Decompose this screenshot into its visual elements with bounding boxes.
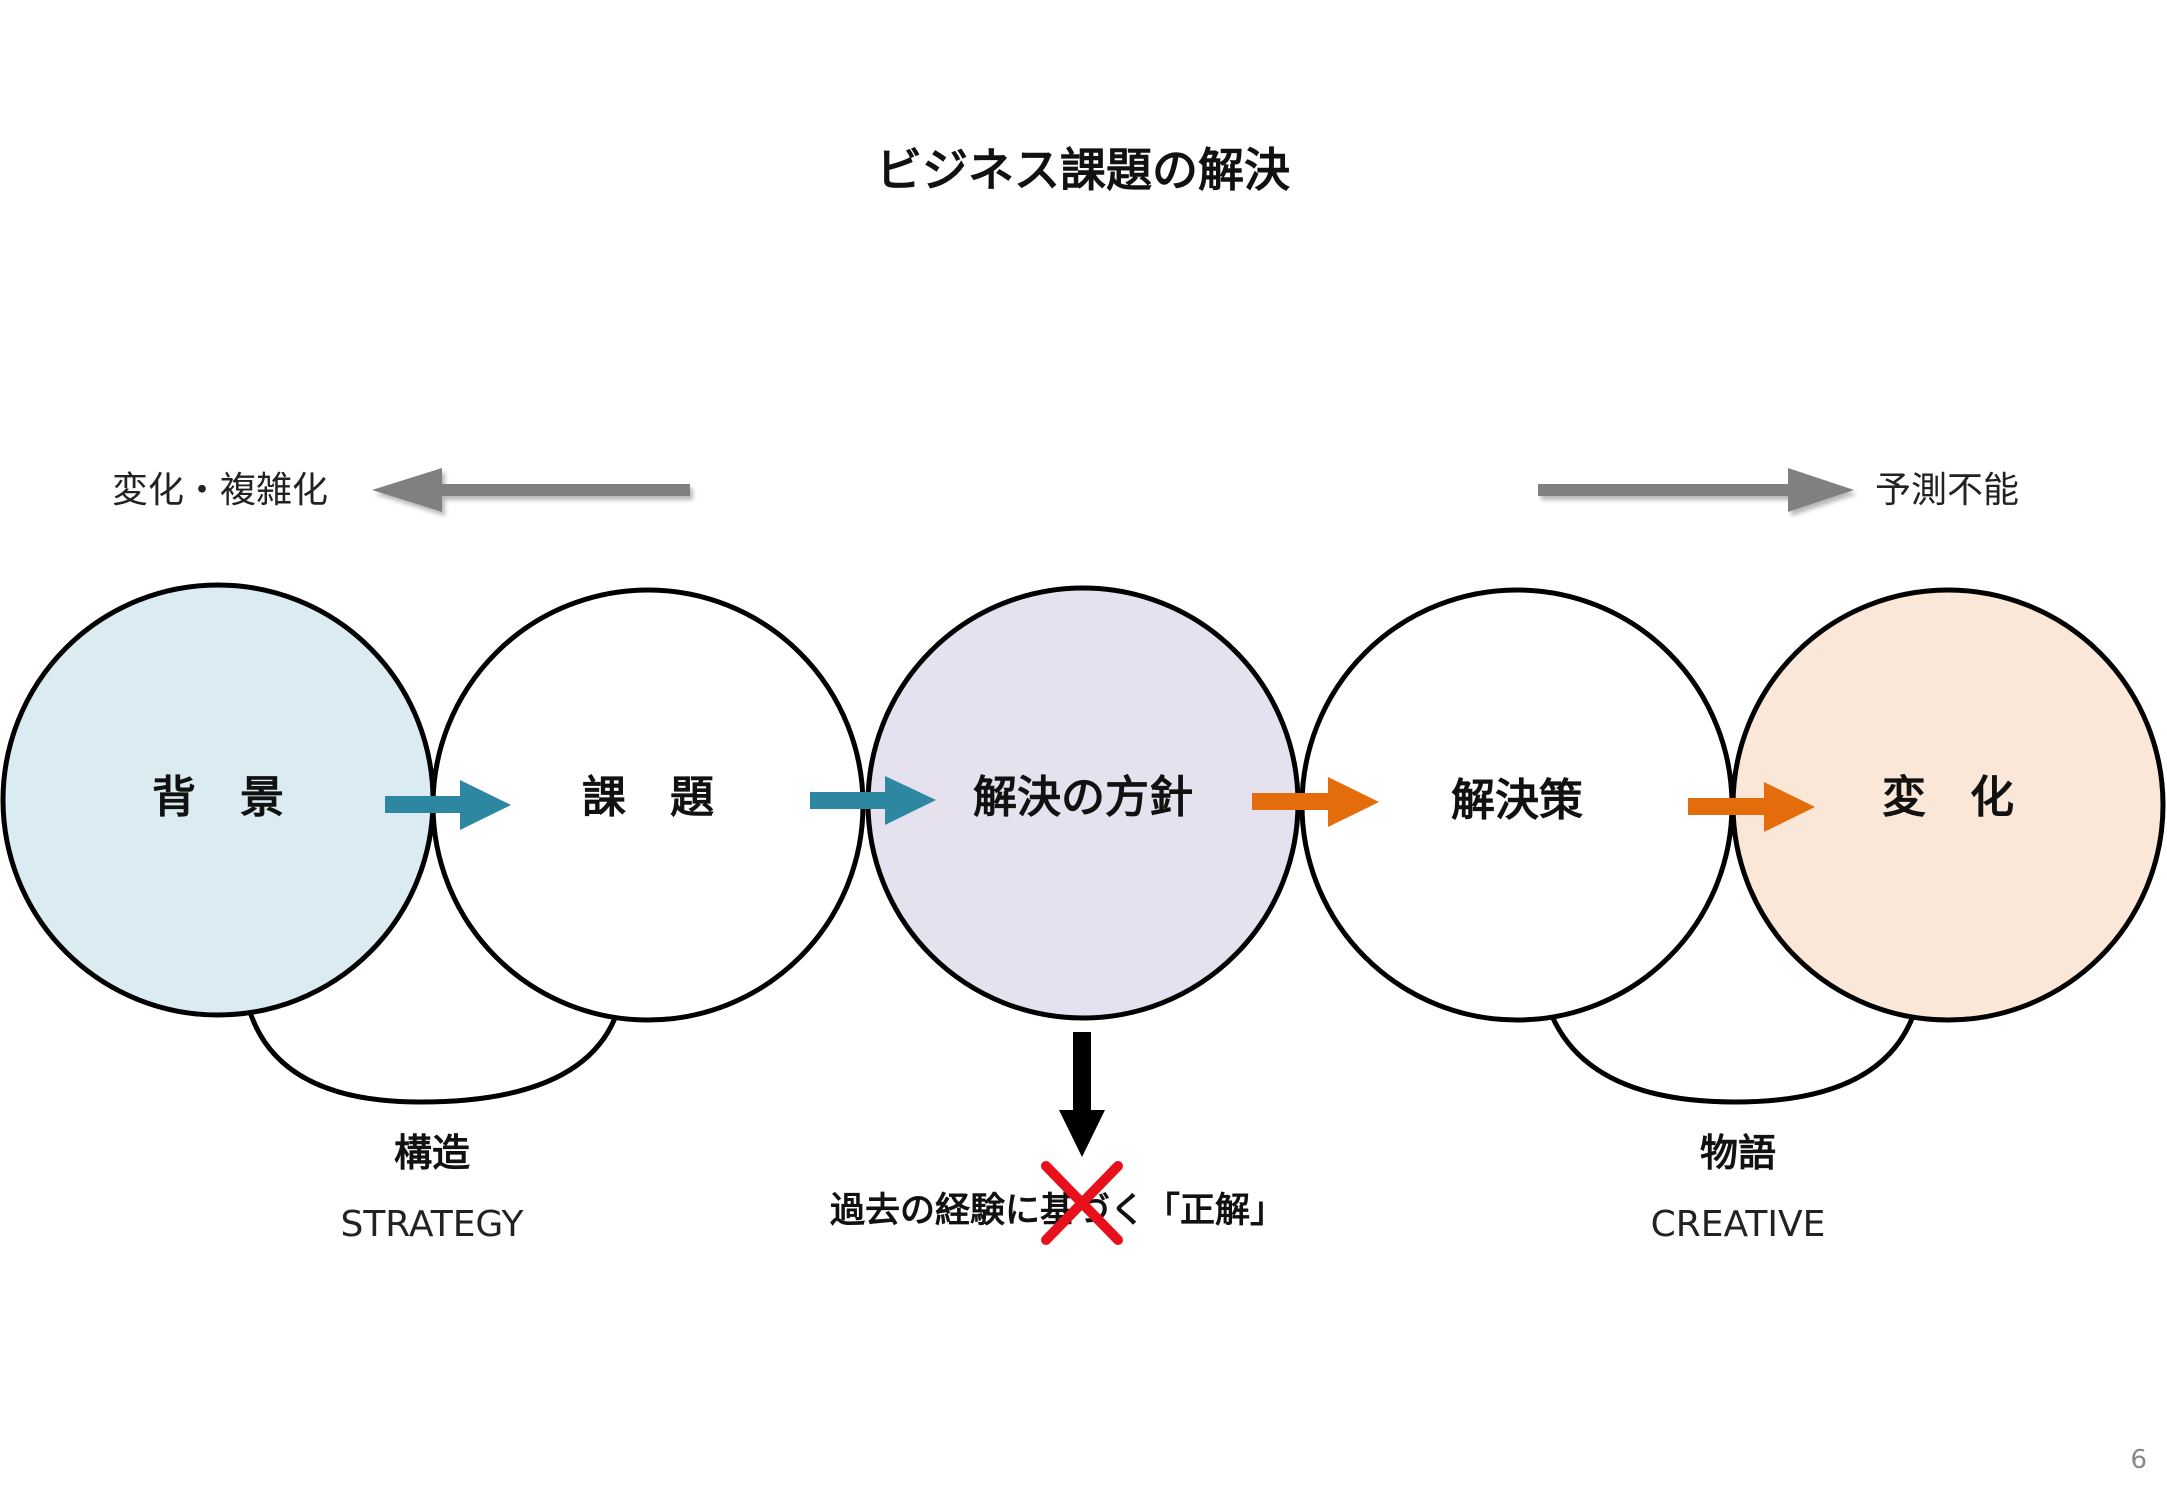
down-arrow-head [1059,1110,1105,1157]
circle-label-change: 変 化 [1882,772,2014,823]
trend-right-arrow-head [1788,468,1854,512]
flow-arrow-4 [1688,782,1815,832]
flow-arrow-1-shaft [385,796,462,813]
page-title: ビジネス課題の解決 [876,143,1290,197]
trend-right-arrow-shaft [1538,484,1800,496]
circle-label-solution-policy: 解決の方針 [973,772,1193,823]
flow-arrow-1 [385,780,511,830]
down-arrow-shaft [1073,1032,1091,1112]
bracket-right-subtitle: CREATIVE [1651,1204,1826,1245]
trend-right-arrow [1538,468,1854,512]
flow-arrow-3-head [1328,777,1379,827]
page-number: 6 [2130,1445,2147,1475]
flow-arrow-4-head [1764,782,1815,832]
flow-arrow-2-shaft [810,792,887,809]
bracket-left-title: 構造 [394,1131,470,1175]
flow-arrow-2-head [885,776,936,825]
trend-right-label: 予測不能 [1875,470,2019,511]
trend-left-arrow [372,468,690,512]
trend-left-arrow-head [372,468,442,512]
flow-arrow-1-head [460,780,511,830]
bracket-left [247,1011,618,1105]
flow-arrow-3-shaft [1252,793,1330,810]
down-arrow [1059,1032,1105,1157]
bracket-left-subtitle: STRATEGY [340,1204,524,1245]
trend-left-arrow-shaft [430,484,690,496]
circle-label-solution: 解決策 [1451,775,1583,826]
circle-label-background: 背 景 [152,772,284,823]
bracket-right [1549,1014,1916,1105]
trend-left-label: 変化・複雑化 [112,470,328,511]
bracket-right-title: 物語 [1700,1131,1776,1175]
flow-arrow-2 [810,776,936,825]
flow-arrow-3 [1252,777,1379,827]
flow-arrow-4-shaft [1688,798,1766,815]
cross-icon [1041,1161,1123,1245]
circle-label-issue: 課 題 [582,772,714,823]
